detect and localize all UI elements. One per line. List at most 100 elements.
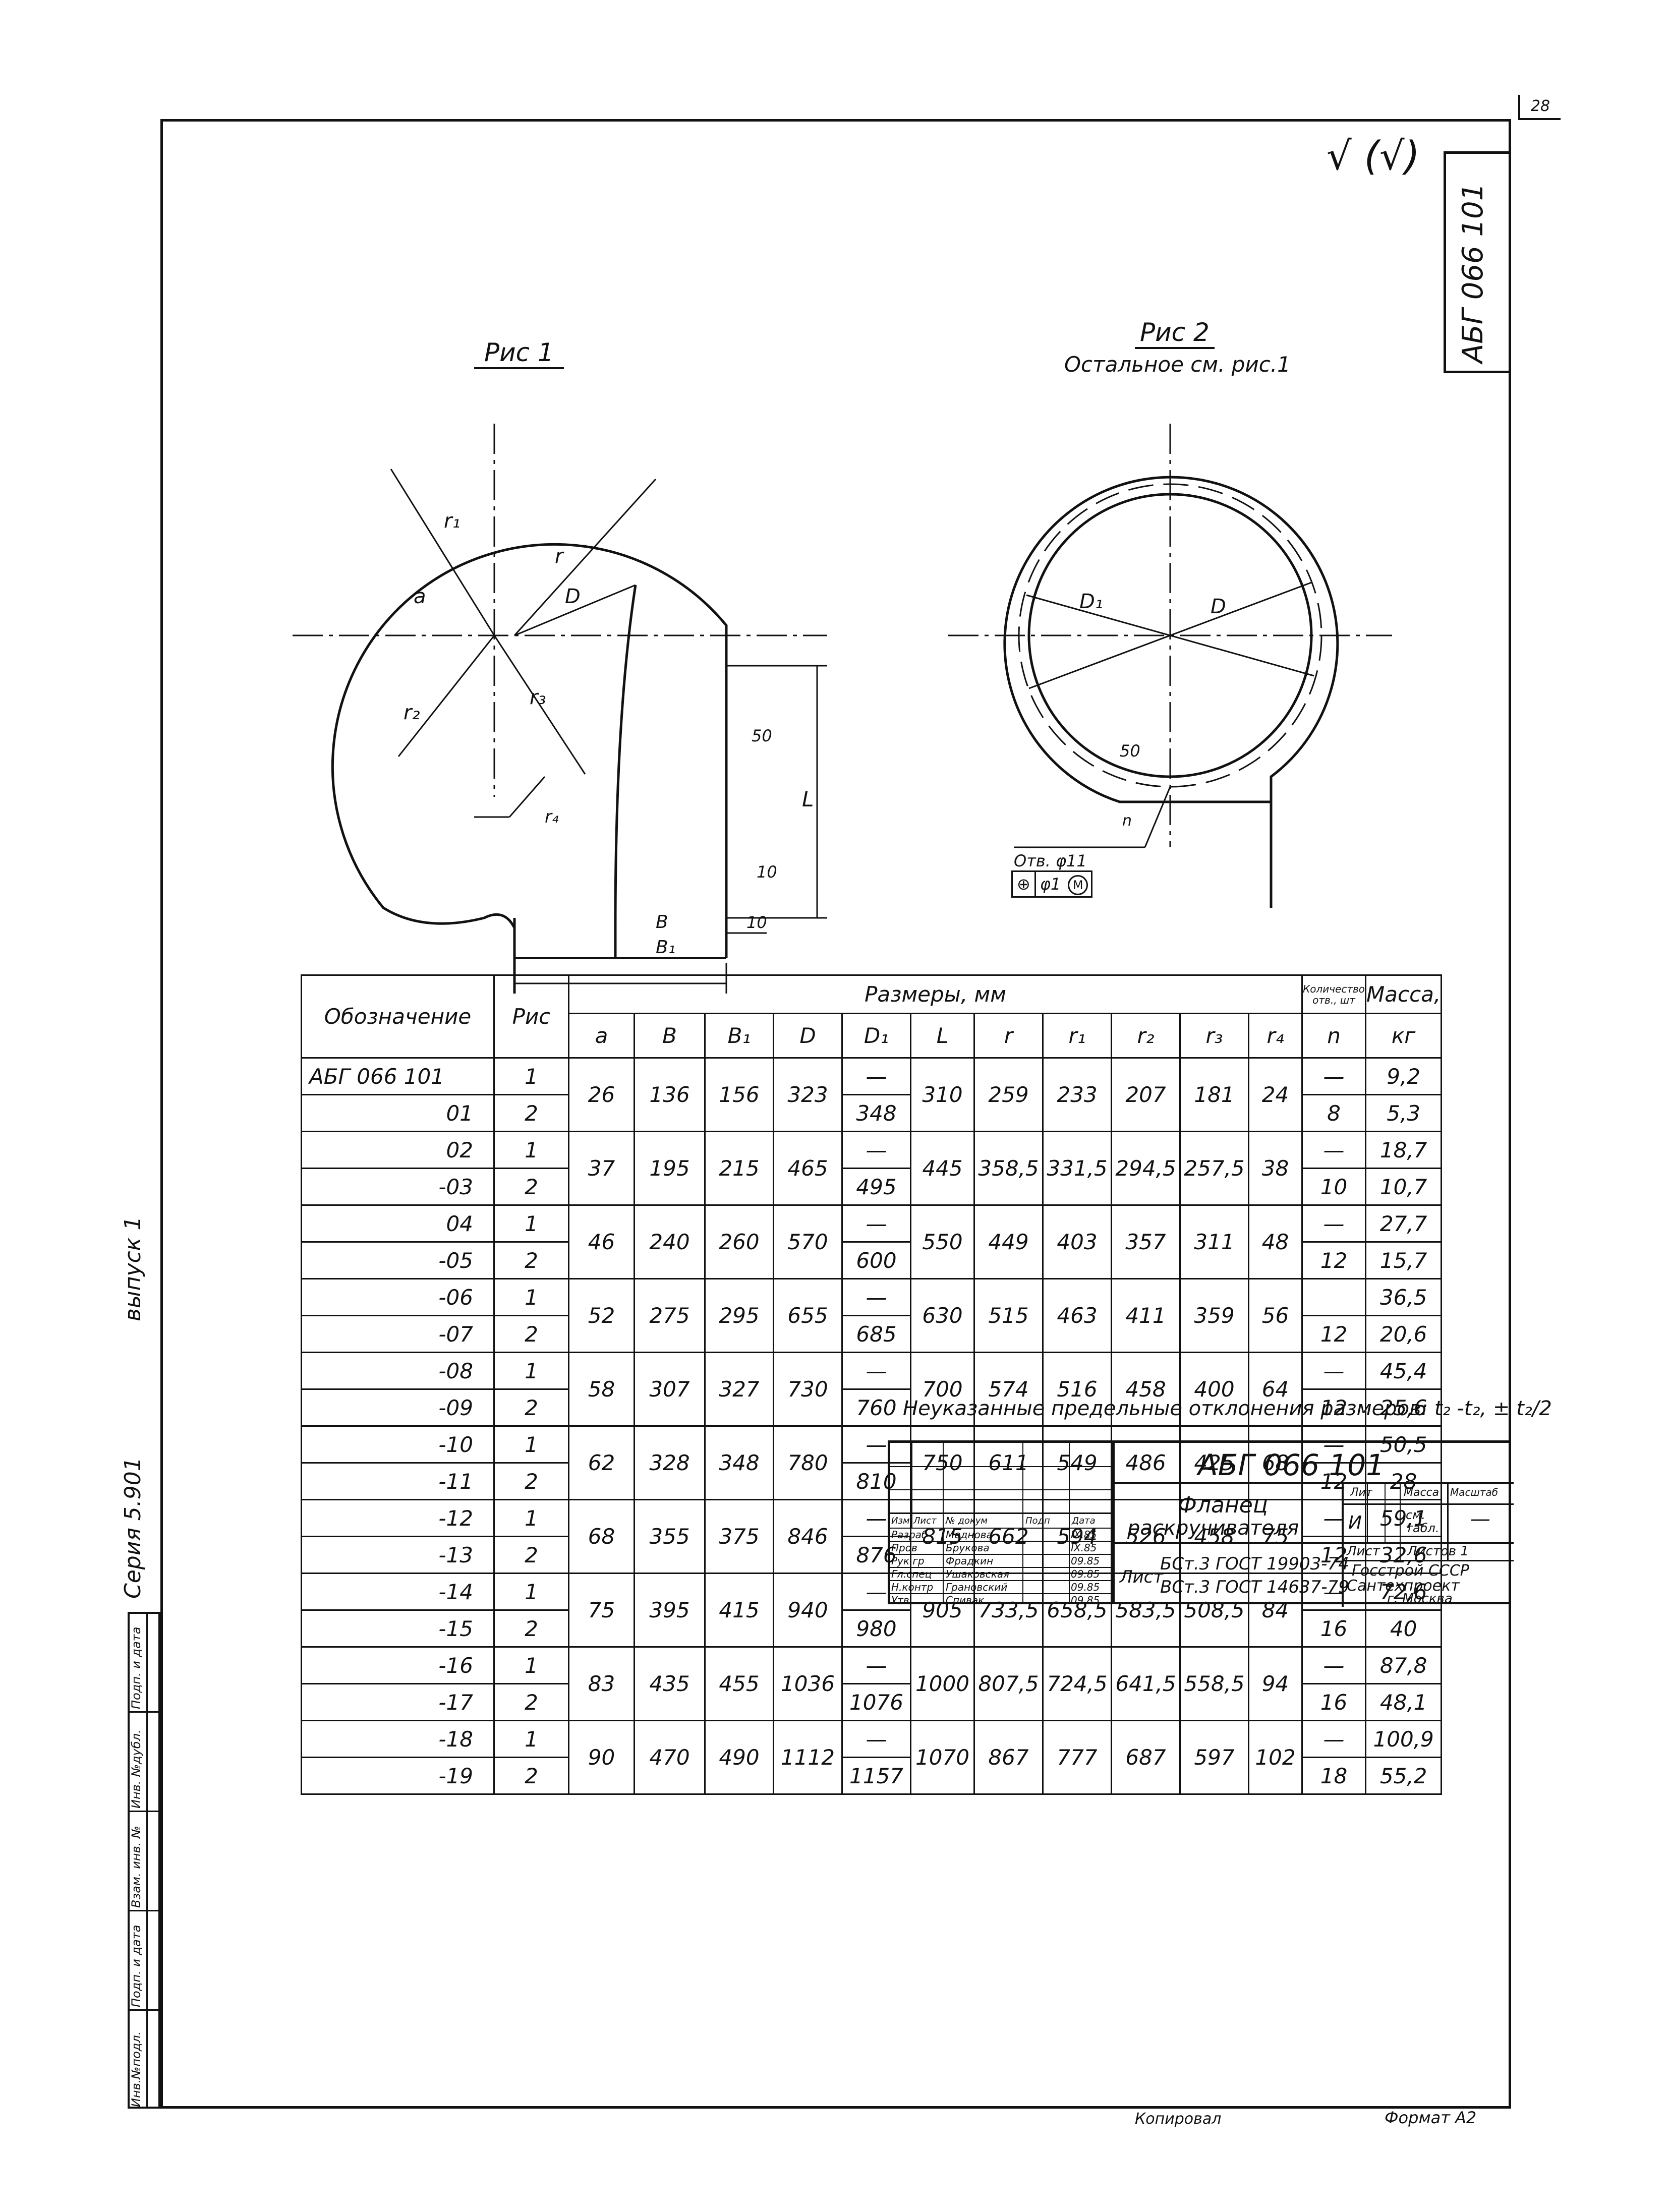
holes-count-cell: 18 (1301, 1757, 1367, 1795)
holes-count-cell: 12 (1301, 1462, 1367, 1500)
fig2-label-D: D (1211, 595, 1226, 618)
dim-cell-r4: 56 (1248, 1278, 1303, 1353)
dim-cell-D1: 1157 (841, 1757, 911, 1795)
max-material-icon: M (1068, 875, 1088, 895)
dim-cell-B: 395 (634, 1573, 706, 1648)
stamp-person-date: 09.85 (1071, 1568, 1100, 1580)
fig1-label-r4: r₄ (545, 807, 559, 827)
mass-cell: 50,5 (1365, 1425, 1443, 1464)
header-col-D: D (773, 1013, 843, 1059)
dim-cell-L: 310 (910, 1057, 975, 1132)
holes-count-cell: — (1301, 1720, 1367, 1758)
fig2-label-n: n (1122, 812, 1132, 830)
fig2-subtitle: Остальное см. рис.1 (1064, 352, 1291, 377)
fig-cell: 1 (493, 1131, 569, 1169)
dim-cell-a: 46 (568, 1204, 635, 1279)
holes-count-cell: 16 (1301, 1683, 1367, 1721)
dim-cell-B1: 156 (704, 1057, 774, 1132)
side-strip (128, 1612, 160, 2109)
dim-cell-r2: 411 (1111, 1278, 1181, 1353)
dim-cell-r3: 400 (1179, 1352, 1249, 1427)
designation-cell: -07 (301, 1315, 495, 1353)
dim-cell-D: 465 (773, 1131, 843, 1206)
dim-cell-D: 570 (773, 1204, 843, 1279)
dim-cell-r4: 68 (1248, 1425, 1303, 1500)
designation-cell: -09 (301, 1388, 495, 1427)
stamp-person-name: Ушаковская (946, 1568, 1010, 1580)
fig-cell: 2 (493, 1168, 569, 1206)
dim-cell-B1: 327 (704, 1352, 774, 1427)
dim-cell-D1: — (841, 1499, 911, 1537)
fig-cell: 2 (493, 1315, 569, 1353)
fig-cell: 2 (493, 1683, 569, 1721)
designation-cell: -13 (301, 1536, 495, 1574)
dim-cell-r4: 75 (1248, 1499, 1303, 1574)
stamp-lit-hdr: Лит (1350, 1486, 1372, 1499)
mass-cell: 45,4 (1365, 1352, 1443, 1390)
dim-cell-D1: — (841, 1720, 911, 1758)
copied-label: Копировал (1135, 2110, 1222, 2128)
dim-cell-L: 700 (910, 1352, 975, 1427)
mass-cell: 18,7 (1365, 1131, 1443, 1169)
dim-cell-r: 358,5 (973, 1131, 1044, 1206)
holes-count-cell: 8 (1301, 1094, 1367, 1132)
stamp-col-doc: № докум (946, 1516, 988, 1526)
dim-cell-r4: 48 (1248, 1204, 1303, 1279)
dim-cell-D1: 760 (841, 1388, 911, 1427)
header-designation: Обозначение (301, 974, 495, 1059)
stamp-col-list: Лист (913, 1516, 937, 1526)
stamp-person-role: Гл.спец (891, 1568, 932, 1580)
designation-cell: -11 (301, 1462, 495, 1500)
dim-cell-B1: 375 (704, 1499, 774, 1574)
fig-cell: 1 (493, 1646, 569, 1684)
fig-cell: 1 (493, 1720, 569, 1758)
stamp-person-date: 09.85 (1071, 1581, 1100, 1593)
dim-cell-B1: 348 (704, 1425, 774, 1500)
dim-cell-r4: 94 (1248, 1646, 1303, 1721)
designation-cell: -15 (301, 1609, 495, 1648)
dim-cell-B: 355 (634, 1499, 706, 1574)
stamp-org-1: Госстрой СССР (1352, 1562, 1469, 1580)
holes-count-cell: 16 (1301, 1609, 1367, 1648)
doc-code-vertical: АБГ 066 101 (1457, 183, 1489, 363)
dim-cell-a: 52 (568, 1278, 635, 1353)
dim-cell-D1: — (841, 1278, 911, 1316)
dim-cell-D1: 600 (841, 1241, 911, 1279)
dim-cell-r1: 777 (1042, 1720, 1112, 1795)
fig-cell: 1 (493, 1425, 569, 1464)
mass-cell: 10,7 (1365, 1168, 1443, 1206)
dim-cell-B: 435 (634, 1646, 706, 1721)
designation-cell: 01 (301, 1094, 495, 1132)
designation-cell: -19 (301, 1757, 495, 1795)
dim-cell-a: 58 (568, 1352, 635, 1427)
mass-cell: 40 (1365, 1609, 1443, 1648)
dim-cell-D: 730 (773, 1352, 843, 1427)
fig-cell: 1 (493, 1499, 569, 1537)
mass-cell: 55,2 (1365, 1757, 1443, 1795)
header-col-r: r (973, 1013, 1044, 1059)
side-cell-5: Подп. и дата (129, 1626, 143, 1710)
stamp-person-date: IX.85 (1071, 1542, 1097, 1554)
dim-cell-r4: 102 (1248, 1720, 1303, 1795)
fig2-label-50: 50 (1120, 741, 1140, 761)
dim-cell-r2: 583,5 (1111, 1573, 1181, 1648)
header-col-r4: r₄ (1248, 1013, 1303, 1059)
designation-cell: АБГ 066 101 (301, 1057, 495, 1095)
dim-cell-a: 26 (568, 1057, 635, 1132)
holes-count-cell: — (1301, 1131, 1367, 1169)
dim-cell-r3: 181 (1179, 1057, 1249, 1132)
mass-cell: 59,1 (1365, 1499, 1443, 1537)
mass-cell: 20,6 (1365, 1315, 1443, 1353)
header-col-a: a (568, 1013, 635, 1059)
fig-cell: 1 (493, 1057, 569, 1095)
dim-cell-r: 449 (973, 1204, 1044, 1279)
stamp-material-2: ВСт.3 ГОСТ 14637-79 (1160, 1577, 1349, 1597)
